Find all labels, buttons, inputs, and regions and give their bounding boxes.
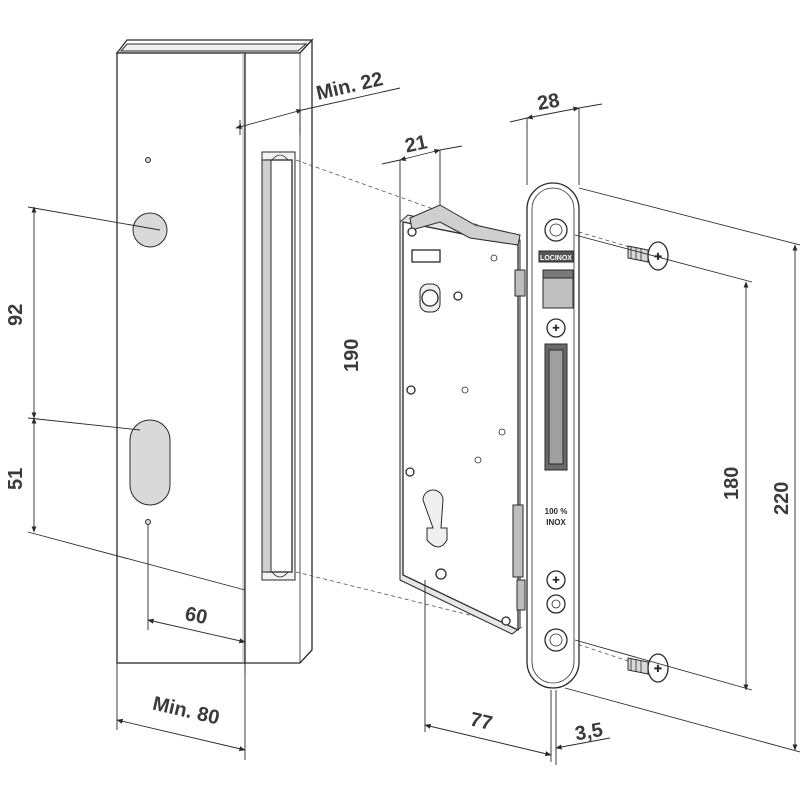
dim-60: 60	[183, 603, 209, 629]
dim-21: 21	[403, 131, 429, 157]
dim-51: 51	[5, 468, 27, 490]
inox-line-2: INOX	[546, 518, 566, 527]
screw-top: ✚	[627, 241, 669, 271]
dim-92: 92	[5, 304, 27, 326]
svg-text:✚: ✚	[552, 323, 560, 333]
dimension-lines	[27, 87, 800, 765]
dim-28: 28	[536, 90, 562, 116]
svg-text:✚: ✚	[552, 575, 560, 585]
dim-min-80: Min. 80	[150, 693, 221, 730]
lock-faceplate: LOCINOX ✚ 100 % INOX ✚	[526, 182, 580, 689]
dim-3-5: 3,5	[573, 719, 604, 745]
dim-77: 77	[468, 709, 495, 735]
inox-line-1: 100 %	[545, 507, 568, 516]
dim-220: 220	[771, 482, 793, 515]
lock-body	[399, 204, 526, 635]
brand-label: LOCINOX	[540, 255, 572, 262]
gate-profile-box	[115, 38, 314, 664]
hole-round	[132, 212, 168, 248]
dim-180: 180	[721, 467, 743, 500]
svg-text:✚: ✚	[654, 664, 662, 675]
dim-190: 190	[341, 339, 363, 372]
hole-oval	[129, 419, 171, 506]
plate-screw	[405, 227, 511, 626]
screw-bottom: ✚	[627, 653, 669, 683]
